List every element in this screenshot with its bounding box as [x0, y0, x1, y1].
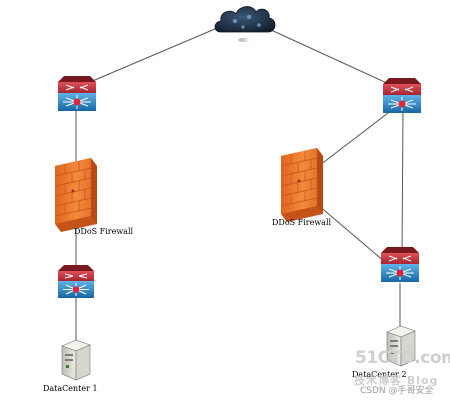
- connection-lines: [75, 23, 404, 342]
- link-cloud-to-switch-top-left: [75, 25, 223, 89]
- server-left-label: DataCenter 1: [43, 384, 98, 393]
- switch-top-left: [58, 76, 96, 111]
- cloud-icon: [214, 6, 276, 42]
- server-left: [61, 339, 91, 381]
- link-firewall-right-to-switch-bottom-right: [317, 204, 386, 263]
- watermark-credit: CSDN @手哥安全: [360, 386, 434, 396]
- switch-bottom-left: [58, 265, 94, 298]
- firewall-left-label: DDoS Firewall: [74, 227, 134, 236]
- link-switch-top-right-to-switch-bottom-right: [401, 109, 404, 257]
- firewall-left: [54, 158, 97, 232]
- switch-top-right: [383, 78, 421, 113]
- firewall-right: [280, 148, 323, 222]
- server-right-label: DataCenter 2: [352, 370, 407, 379]
- watermark-logo: 51CTO.com: [355, 348, 450, 368]
- link-cloud-to-switch-top-right: [257, 23, 403, 91]
- firewall-right-label: DDoS Firewall: [272, 218, 332, 227]
- watermark-subtitle: 技术博客 Blog: [354, 374, 439, 387]
- link-switch-top-right-to-firewall-right: [319, 109, 393, 166]
- server-right: [386, 325, 416, 367]
- switch-bottom-right: [381, 247, 419, 282]
